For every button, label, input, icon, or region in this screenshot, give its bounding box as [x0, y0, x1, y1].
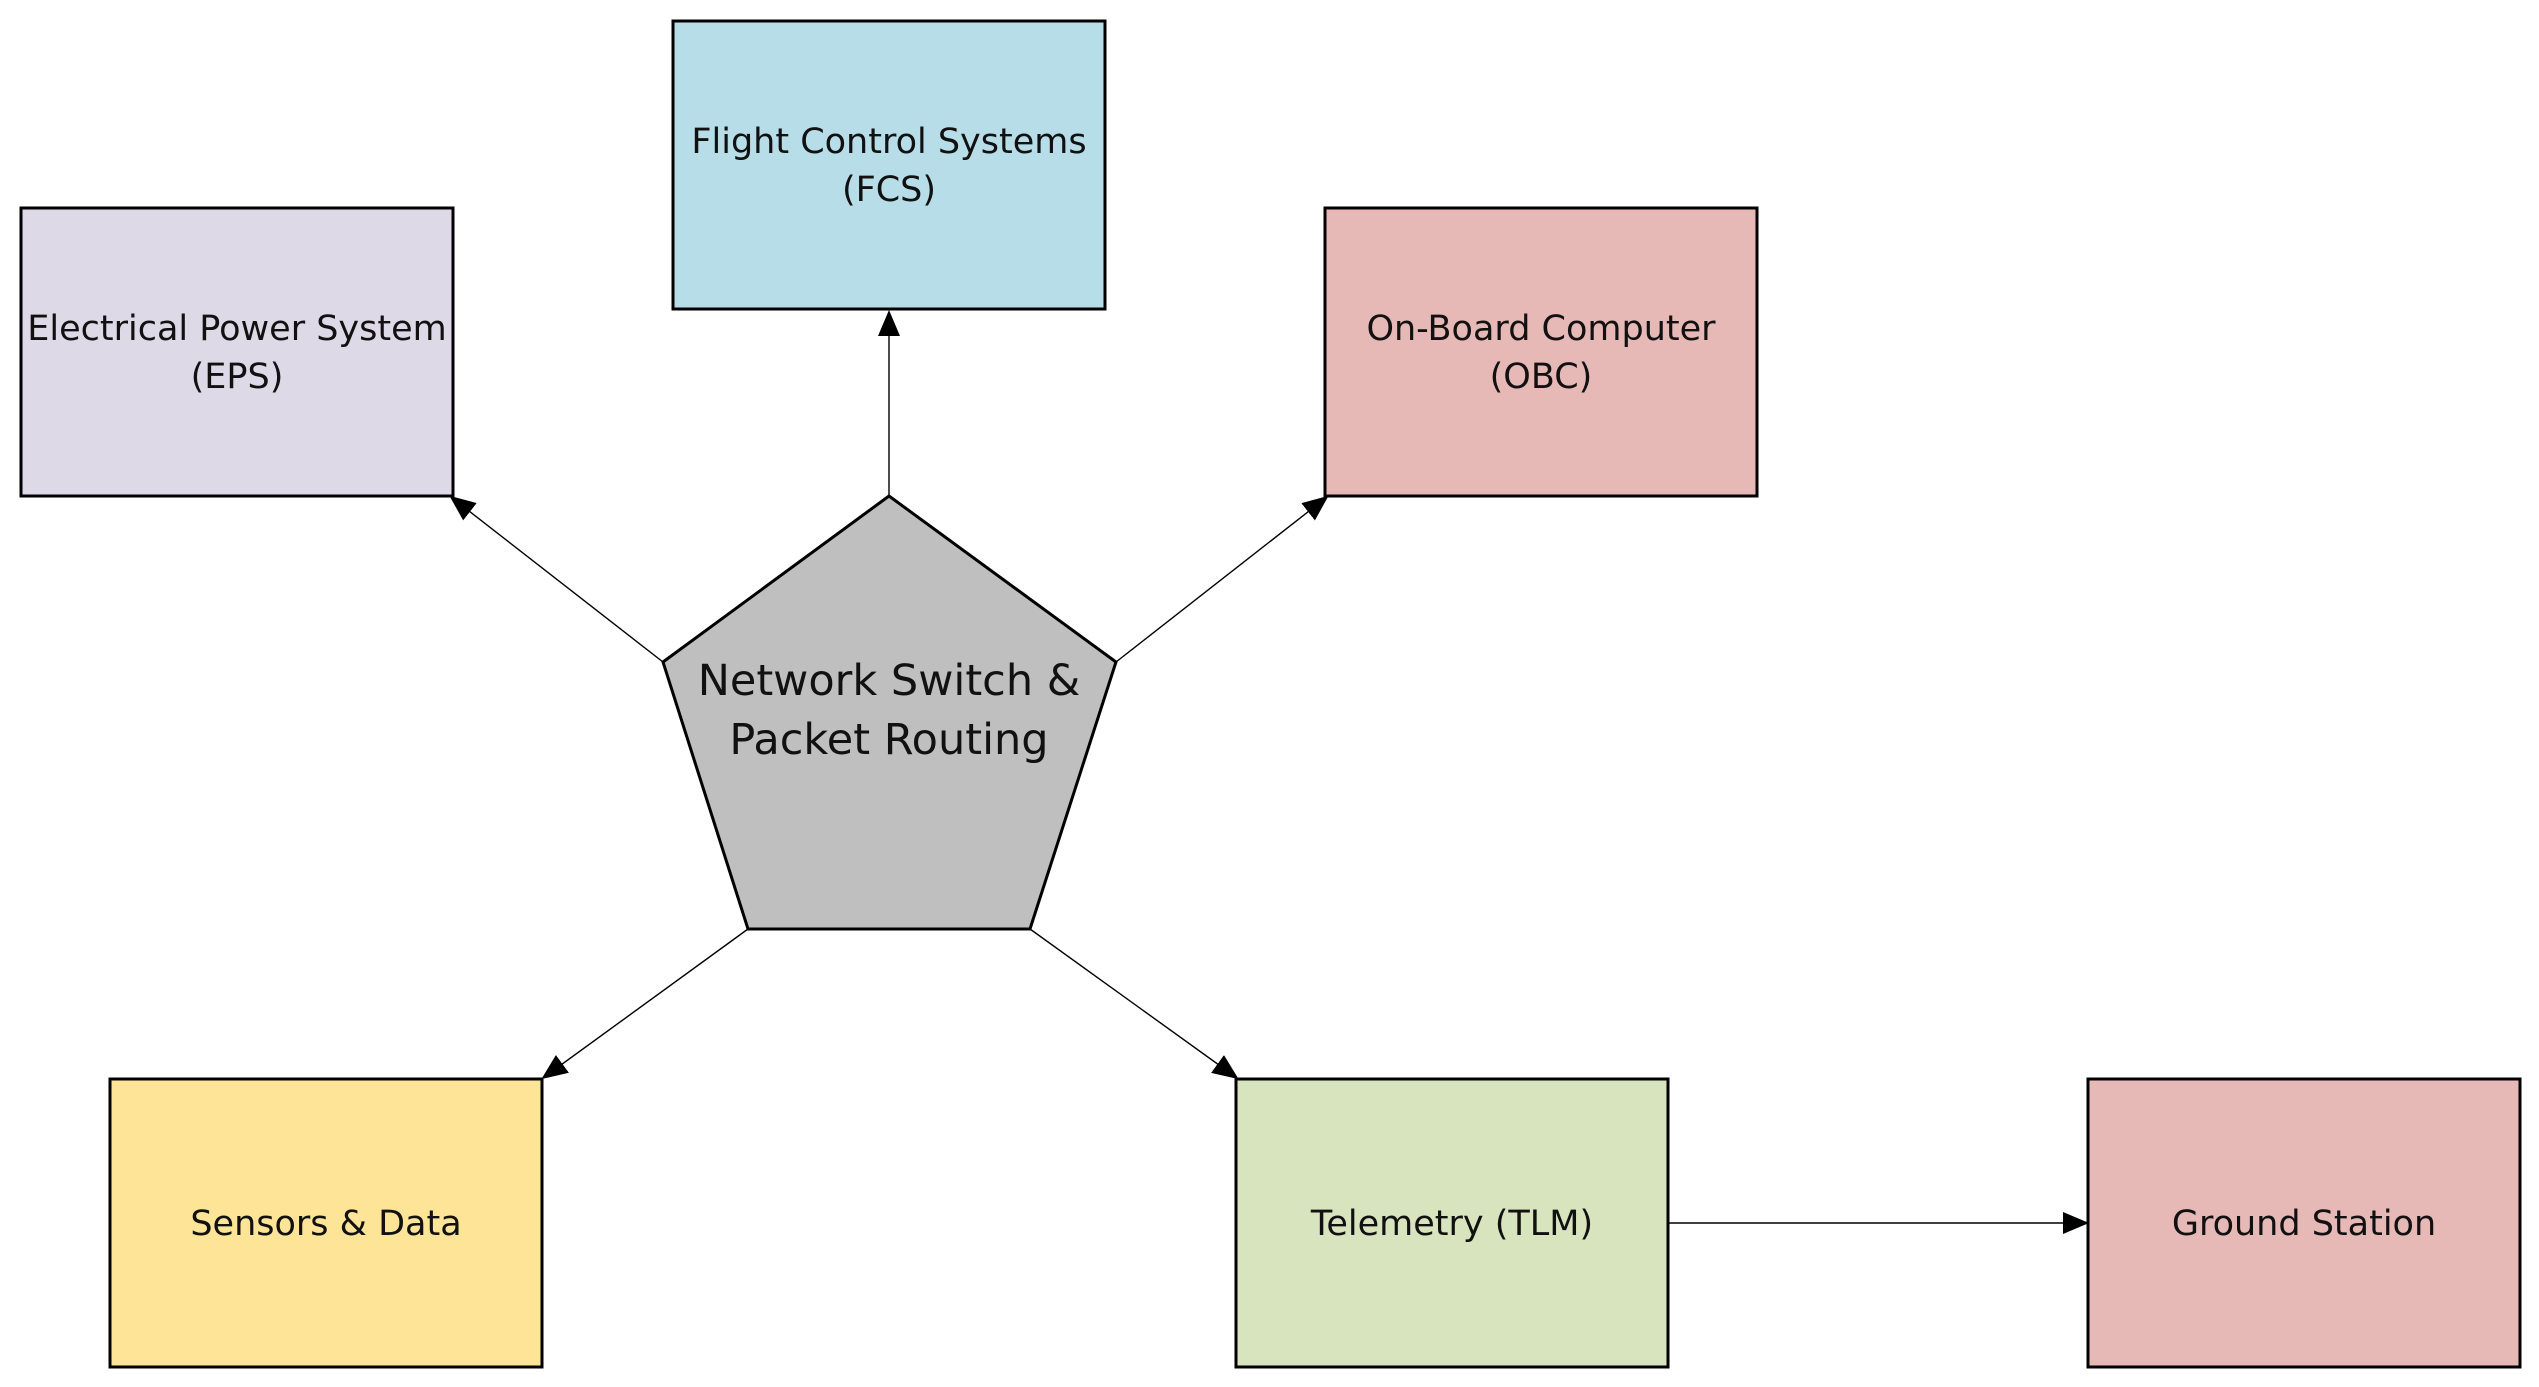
edge-hub-to-eps: [449, 495, 664, 663]
edge-hub-to-tlm: [1029, 928, 1239, 1080]
node-ground-station: Ground Station: [2086, 1077, 2522, 1369]
eps-label-line2: (EPS): [191, 357, 284, 397]
node-obc: On-Board Computer (OBC): [1323, 206, 1759, 498]
hub-network-switch: Network Switch & Packet Routing: [661, 494, 1118, 931]
edge-hub-to-sensors: [541, 928, 749, 1080]
node-sensors: Sensors & Data: [108, 1077, 544, 1369]
eps-label-line1: Electrical Power System: [27, 309, 446, 349]
node-fcs: Flight Control Systems (FCS): [671, 19, 1107, 311]
fcs-label-line2: (FCS): [842, 170, 936, 210]
node-tlm: Telemetry (TLM): [1234, 1077, 1670, 1369]
sensors-box: [108, 1077, 544, 1369]
fcs-label-line1: Flight Control Systems: [691, 122, 1086, 162]
obc-box: [1323, 206, 1759, 498]
node-eps: Electrical Power System (EPS): [19, 206, 455, 498]
ground-box: [2086, 1077, 2522, 1369]
tlm-label: Telemetry (TLM): [1310, 1204, 1593, 1244]
obc-label-line2: (OBC): [1490, 357, 1593, 397]
sensors-label: Sensors & Data: [190, 1204, 461, 1244]
hub-label-line1: Network Switch &: [698, 656, 1081, 706]
hub-label-line2: Packet Routing: [729, 715, 1048, 765]
hub-pentagon: [661, 494, 1118, 931]
fcs-box: [671, 19, 1107, 311]
tlm-box: [1234, 1077, 1670, 1369]
eps-box: [19, 206, 455, 498]
edge-hub-to-obc: [1115, 495, 1329, 663]
obc-label-line1: On-Board Computer: [1366, 309, 1716, 349]
ground-label: Ground Station: [2172, 1204, 2436, 1244]
